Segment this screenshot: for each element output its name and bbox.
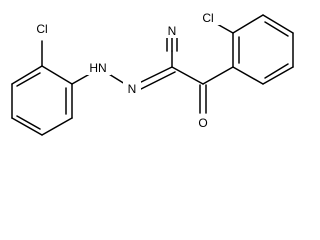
bond xyxy=(264,21,289,37)
bond xyxy=(138,71,176,91)
bond xyxy=(11,65,43,85)
nitrile-nitrogen-label: N xyxy=(168,24,177,38)
bond xyxy=(41,65,73,85)
bond xyxy=(264,63,289,79)
bond xyxy=(136,66,173,85)
hydrazone-nh-label: HN xyxy=(89,61,106,75)
bond xyxy=(16,115,41,130)
bond xyxy=(11,117,43,136)
bond xyxy=(262,14,294,34)
bond xyxy=(232,66,264,85)
bonds xyxy=(11,14,294,136)
bond xyxy=(262,66,294,85)
hydrazone-nitrogen-label: N xyxy=(128,82,137,96)
bond xyxy=(202,66,234,85)
bond xyxy=(16,72,41,87)
chemical-structure-diagram: N Cl Cl HN N O xyxy=(11,10,294,136)
bond xyxy=(41,117,73,136)
chlorine-right-label: Cl xyxy=(202,11,213,25)
atom-labels: N Cl Cl HN N O xyxy=(30,10,220,130)
bond xyxy=(232,14,264,34)
carbonyl-oxygen-label: O xyxy=(198,116,207,130)
chlorine-left-label: Cl xyxy=(36,22,47,36)
bond xyxy=(171,66,204,85)
